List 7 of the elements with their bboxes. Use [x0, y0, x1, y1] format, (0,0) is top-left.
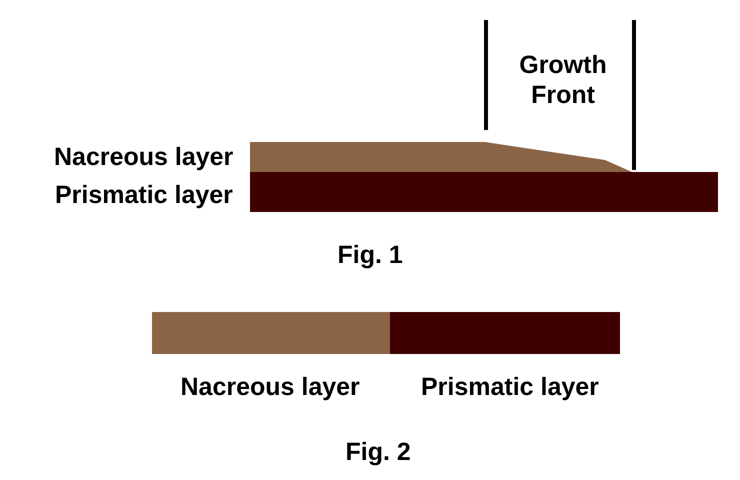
figure-caption: Fig. 1 — [338, 240, 403, 270]
figure-caption: Fig. 2 — [346, 437, 411, 467]
region-label: Growth Front — [518, 50, 608, 110]
layer-label: Prismatic layer — [55, 180, 233, 210]
layer-label: Prismatic layer — [421, 372, 599, 402]
layer-label: Nacreous layer — [180, 372, 360, 402]
layer-label: Nacreous layer — [54, 142, 234, 172]
